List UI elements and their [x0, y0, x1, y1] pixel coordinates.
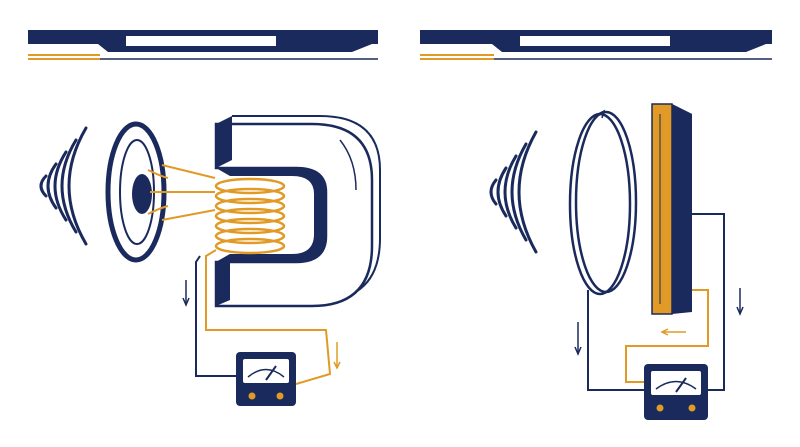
right-backplate-icon: [651, 103, 692, 315]
left-panel: [28, 30, 381, 406]
left-sound-waves-icon: [39, 126, 88, 246]
right-diaphragm-plate-icon: [568, 109, 638, 296]
left-banner-text-slot: [126, 36, 276, 46]
right-panel: [420, 30, 772, 420]
left-meter-icon: [236, 352, 296, 406]
right-title-banner: [420, 30, 772, 60]
right-sound-waves-icon: [489, 130, 538, 254]
right-circuit-wires: [574, 213, 744, 391]
left-circuit-wires: [182, 249, 341, 385]
left-voice-coil-icon: [214, 177, 286, 255]
left-horseshoe-magnet-icon: [214, 115, 381, 308]
right-meter-icon: [644, 364, 708, 420]
left-diaphragm-cone-icon: [105, 121, 216, 263]
left-title-banner: [28, 30, 378, 60]
right-banner-text-slot: [520, 36, 670, 46]
